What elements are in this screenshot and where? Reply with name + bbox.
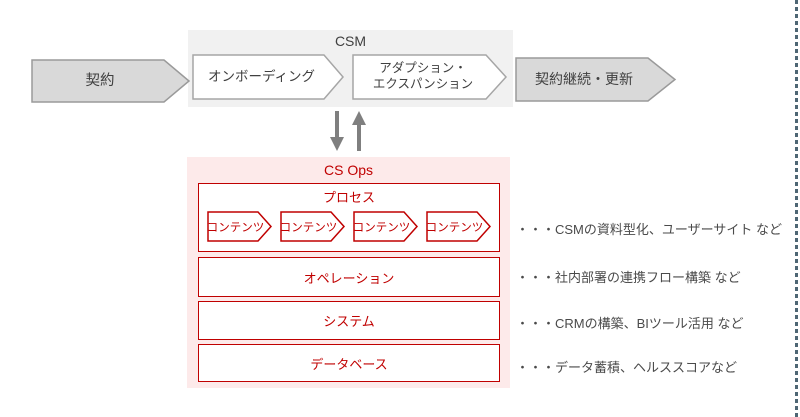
- adoption-expansion-arrow: アダプション・ エクスパンション: [352, 54, 508, 100]
- pentagon-arrow-shape: [426, 211, 491, 242]
- pentagon-arrow-shape: [515, 57, 677, 102]
- content-label: コンテンツ: [206, 221, 265, 234]
- csm-group-label: CSM: [334, 33, 367, 49]
- contract-arrow: 契約: [31, 59, 191, 103]
- system-label: システム: [323, 314, 375, 329]
- database-box: データベース: [198, 344, 500, 382]
- annotation-system: ・・・CRMの構築、BIツール活用 など: [516, 316, 744, 331]
- annotation-database: ・・・データ蓄積、ヘルススコアなど: [516, 360, 738, 375]
- content-label: コンテンツ: [279, 221, 338, 234]
- content-arrow: コンテンツ: [353, 211, 418, 242]
- pentagon-arrow-shape: [207, 211, 272, 242]
- system-box: システム: [198, 301, 500, 340]
- adoption-expansion-label: アダプション・ エクスパンション: [372, 61, 474, 91]
- operation-label: オペレーション: [303, 270, 395, 286]
- content-arrow: コンテンツ: [207, 211, 272, 242]
- cs-ops-group-label: CS Ops: [323, 162, 373, 178]
- pentagon-arrow-shape: [280, 211, 345, 242]
- process-box: プロセス コンテンツ コンテンツ コンテンツ: [198, 183, 500, 252]
- contract-label: 契約: [85, 72, 115, 89]
- down-arrow-icon: [330, 111, 344, 151]
- content-label: コンテンツ: [425, 221, 484, 234]
- content-label: コンテンツ: [352, 221, 411, 234]
- renewal-arrow: 契約継続・更新: [515, 57, 677, 102]
- onboarding-arrow: オンボーディング: [192, 54, 345, 100]
- content-arrow: コンテンツ: [426, 211, 491, 242]
- pentagon-arrow-shape: [192, 54, 344, 100]
- content-arrow: コンテンツ: [280, 211, 345, 242]
- renewal-label: 契約継続・更新: [535, 70, 633, 87]
- pentagon-arrow-shape: [31, 59, 191, 103]
- process-label: プロセス: [322, 190, 375, 205]
- database-label: データベース: [310, 356, 388, 372]
- pentagon-arrow-shape: [353, 211, 418, 242]
- operation-box: オペレーション: [198, 257, 500, 297]
- up-arrow-icon: [352, 111, 366, 151]
- updown-arrows: [330, 111, 366, 151]
- onboarding-label: オンボーディング: [207, 68, 316, 84]
- annotation-process: ・・・CSMの資料型化、ユーザーサイト など: [516, 222, 782, 237]
- annotation-operation: ・・・社内部署の連携フロー構築 など: [516, 270, 741, 285]
- slide-edge-dashed-line: [795, 0, 798, 417]
- pentagon-arrow-shape: [352, 54, 508, 100]
- contents-row: コンテンツ コンテンツ コンテンツ コンテンツ: [207, 211, 491, 242]
